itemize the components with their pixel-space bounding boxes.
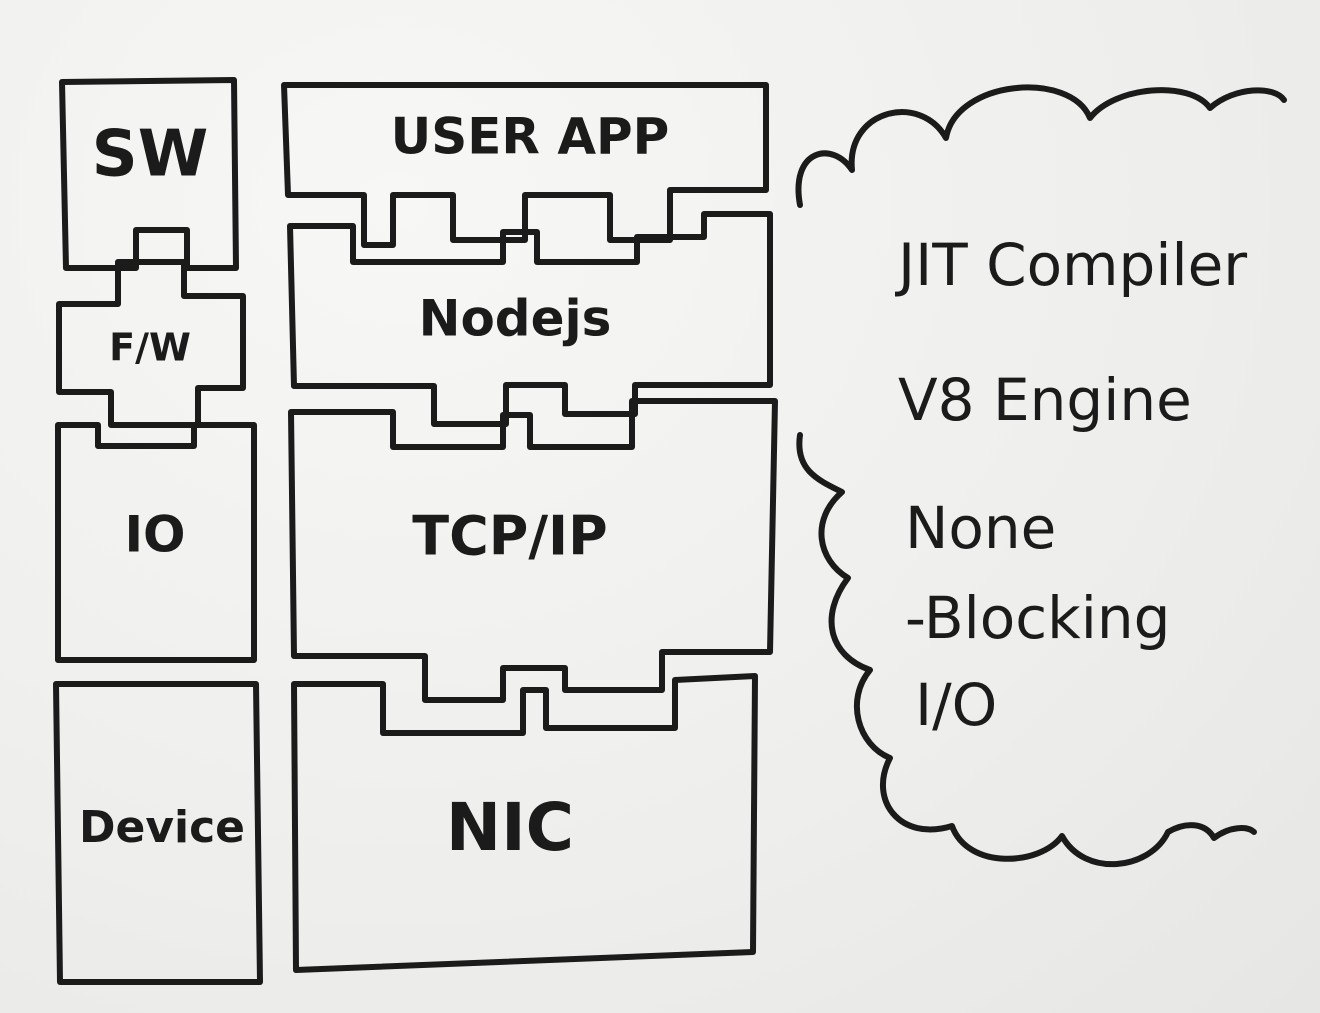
sw-block <box>59 77 239 271</box>
device-label: Device <box>79 802 245 853</box>
nodejs-block <box>287 211 773 427</box>
user-app-block <box>281 82 769 248</box>
tcpip-label: TCP/IP <box>412 505 607 568</box>
cloud-line-none: None <box>905 494 1056 562</box>
nic-block <box>291 673 758 973</box>
device-block <box>53 681 263 985</box>
thought-cloud-lower <box>796 432 1257 868</box>
fw-block <box>56 259 246 428</box>
io-block <box>55 422 257 663</box>
nodejs-label: Nodejs <box>419 290 612 348</box>
thought-cloud <box>795 84 1287 208</box>
cloud-line-jit: JIT Compiler <box>895 231 1247 299</box>
sw-label: SW <box>92 118 209 192</box>
cloud-line-blocking: -Blocking <box>905 584 1170 652</box>
fw-label: F/W <box>109 326 191 370</box>
nic-label: NIC <box>446 789 574 866</box>
tcpip-block <box>288 398 778 703</box>
cloud-line-v8: V8 Engine <box>898 366 1192 434</box>
io-label: IO <box>124 506 185 564</box>
user-app-label: USER APP <box>391 108 670 166</box>
cloud-line-io: I/O <box>915 671 997 739</box>
